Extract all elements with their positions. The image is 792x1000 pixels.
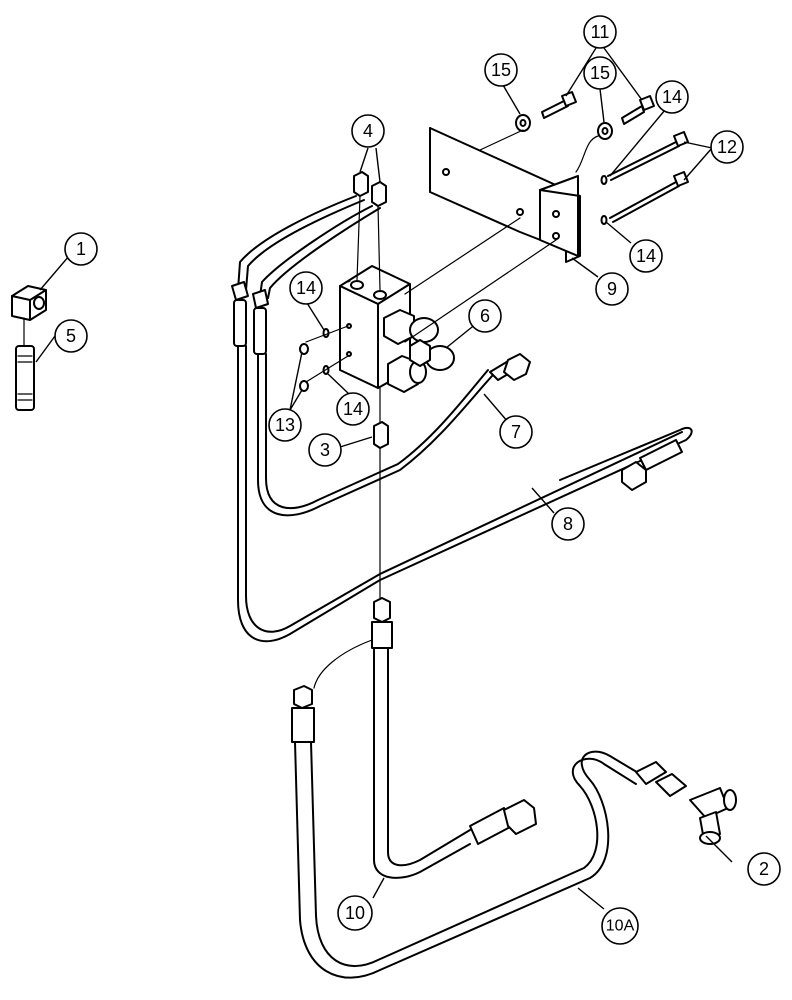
part-8-hose-end [621,439,683,491]
part-2-tee-fitting [635,761,737,845]
callout-13-label: 13 [275,415,295,435]
part-10-hose [313,597,537,879]
callout-10a: 10A [601,907,639,945]
callout-11-label: 11 [591,22,610,42]
callout-3: 3 [308,433,342,467]
callout-14-bracket-upper: 14 [655,80,689,114]
part-9-mounting-bracket [429,127,581,263]
callout-12: 12 [710,130,744,164]
part-4-fittings [353,171,387,291]
part-14-washers-right [600,175,608,225]
callout-12-label: 12 [717,137,737,157]
hose-left-pair [231,195,693,643]
callout-7: 7 [499,415,533,449]
callout-14-bracket-lower-label: 14 [636,246,656,266]
callout-9-label: 9 [607,279,617,299]
callout-4-label: 4 [363,121,373,141]
part-12-bolts [607,131,689,223]
callout-3-label: 3 [320,440,330,460]
callout-9: 9 [595,272,629,306]
callout-5-label: 5 [66,326,76,346]
part-13-nut-upper [299,343,309,355]
callout-2-label: 2 [759,859,769,879]
part-1-elbow-fitting [11,285,47,321]
callout-14-valve-upper-label: 14 [296,278,316,298]
callout-15-right-label: 15 [590,63,610,83]
part-15-washer-left [515,114,531,132]
callout-6: 6 [468,299,502,333]
callout-1: 1 [64,232,98,266]
callout-7-label: 7 [511,422,521,442]
callout-10: 10 [337,895,373,931]
callout-11: 11 [583,15,617,49]
leader-lines [35,47,733,910]
callout-15-right: 15 [583,56,617,90]
callout-15-left: 15 [484,53,518,87]
callout-13: 13 [268,408,302,442]
callout-14-valve-upper: 14 [289,271,323,305]
part-15-washer-right [597,122,613,140]
part-14-washer-lower-left [322,365,330,375]
callout-2: 2 [747,852,781,886]
callout-14-valve-lower: 14 [336,392,370,426]
callout-10a-label: 10A [606,918,635,935]
part-5-pipe-nipple [15,345,35,411]
callout-6-label: 6 [480,306,490,326]
part-7-hose-end [489,353,531,381]
callout-5: 5 [54,319,88,353]
callout-1-label: 1 [76,239,86,259]
part-3-fitting [373,421,389,449]
callout-14-valve-lower-label: 14 [343,399,363,419]
part-14-washer-upper-left [322,328,330,338]
part-10a-hose [291,685,641,979]
callout-14-bracket-lower: 14 [629,239,663,273]
part-6-valve-cap [383,309,455,393]
part-13-nut-lower [299,380,309,392]
part-11-bolt-right [621,95,655,125]
callout-10-label: 10 [345,903,365,923]
callout-8: 8 [551,507,585,541]
callout-15-left-label: 15 [491,60,511,80]
callout-14-bracket-upper-label: 14 [662,87,682,107]
callout-4: 4 [351,114,385,148]
part-11-bolt-left [541,91,577,119]
callout-8-label: 8 [563,514,573,534]
